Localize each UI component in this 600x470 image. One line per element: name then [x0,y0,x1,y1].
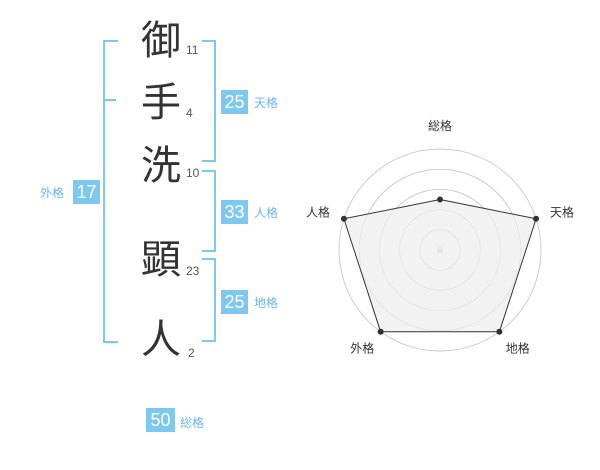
radar-axis-label-1: 総格 [428,118,452,133]
radar-point-1 [437,196,443,203]
stroke-count-1: 11 [186,43,199,57]
chikaku-value: 25 [221,290,248,314]
jinkaku-bracket [202,170,216,252]
name-char-5: 人 [141,317,181,363]
name-char-3: 洗 [141,143,181,189]
tenkaku-label: 天格 [254,96,279,110]
radar-point-5 [340,215,347,222]
name-char-1: 御 [141,18,181,64]
gaikaku-value: 17 [73,180,100,204]
stroke-count-3: 10 [186,166,200,180]
radar-points [340,196,540,335]
chikaku-label: 地格 [254,296,279,310]
radar-ring [338,148,542,352]
gaikaku-bracket [103,40,118,343]
jinkaku-label: 人格 [254,206,279,220]
radar-axis-label-3: 地格 [506,341,530,356]
gaikaku-label: 外格 [40,186,65,200]
jinkaku-value: 33 [221,200,248,224]
gaikaku-bracket-tick [103,99,116,101]
chikaku-bracket [202,258,216,342]
stroke-count-4: 23 [186,264,200,278]
radar-axis-label-2: 天格 [550,204,574,219]
stroke-count-5: 2 [188,346,195,360]
radar-point-4 [377,328,384,335]
name-char-2: 手 [141,80,181,126]
soukaku-value: 50 [146,408,175,432]
radar-point-3 [496,328,503,335]
stroke-count-2: 4 [186,106,193,120]
name-char-4: 顕 [141,237,181,283]
tenkaku-bracket [202,40,216,162]
radar-axis-label-5: 人格 [306,204,330,219]
radar-data-area [343,198,537,333]
radar-axis-label-4: 外格 [350,341,374,356]
tenkaku-value: 25 [221,90,248,114]
radar-point-2 [533,215,540,222]
soukaku-label: 総格 [180,416,205,430]
